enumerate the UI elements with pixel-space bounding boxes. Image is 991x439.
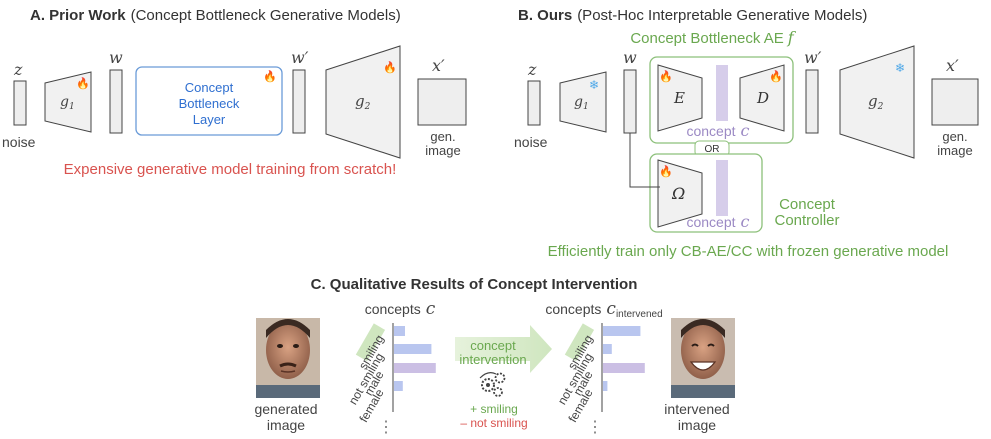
snowflake-icon: ❄ <box>895 61 905 75</box>
generated-label-2: image <box>267 417 305 433</box>
g2-block-a <box>325 45 401 159</box>
panel-a-heading-bold: A. Prior Work <box>30 7 126 24</box>
fire-icon: 🔥 <box>769 70 783 83</box>
noise-vector-b <box>527 80 541 126</box>
omega-label: Ω <box>671 184 685 203</box>
var-z-b: z <box>527 60 537 79</box>
wp-vector-a <box>292 69 306 134</box>
var-wp-a: w′ <box>291 48 309 67</box>
generated-label-1: generated <box>254 401 317 417</box>
generated-face-image <box>256 318 320 398</box>
bars-left <box>394 326 436 391</box>
panel-a-heading: A. Prior Work (Concept Bottleneck Generat… <box>30 7 401 24</box>
decoder-block <box>739 64 785 132</box>
panel-a-caption: Expensive generative model training from… <box>64 161 397 178</box>
concept-bar-left-3 <box>394 381 403 391</box>
concept-bar-right-0 <box>603 326 641 336</box>
fire-icon: 🔥 <box>659 165 673 178</box>
concept-bar-left-0 <box>394 326 405 336</box>
vdots-left: ⋮ <box>378 419 394 436</box>
panel-b-caption: Efficiently train only CB-AE/CC with fro… <box>548 243 949 260</box>
g2-label-a: g2 <box>355 92 371 112</box>
intervened-label-2: image <box>678 417 716 433</box>
minus-not-smiling: – not smiling <box>460 416 527 430</box>
panel-c-heading: C. Qualitative Results of Concept Interv… <box>311 276 638 293</box>
g2-block-b <box>839 45 915 159</box>
gen-image-box-b <box>931 78 979 126</box>
fire-icon: 🔥 <box>263 70 277 83</box>
plus-smiling: + smiling <box>470 402 518 416</box>
gen-label-b-2: image <box>937 143 972 158</box>
concept-intervention-arrow <box>455 325 552 373</box>
panel-b: B. Ours (Post-Hoc Interpretable Generativ… <box>514 7 979 260</box>
panel-c: C. Qualitative Results of Concept Interv… <box>254 276 735 436</box>
g1-label-b: g1 <box>574 94 589 112</box>
cb-layer-line2: Bottleneck <box>179 96 240 111</box>
encoder-label: E <box>673 89 685 107</box>
arrow-label-1: concept <box>470 338 516 353</box>
concept-vector-cc <box>716 160 728 216</box>
noise-label-b: noise <box>514 134 548 150</box>
cc-label-2: Controller <box>774 212 839 229</box>
fire-icon: 🔥 <box>383 61 397 74</box>
var-xp-a: x′ <box>432 56 445 75</box>
fire-icon: 🔥 <box>76 77 90 90</box>
omega-block <box>657 159 703 228</box>
panel-a-heading-rest: (Concept Bottleneck Generative Models) <box>131 7 401 24</box>
concept-bar-right-3 <box>603 381 608 391</box>
var-z-a: z <box>13 60 23 79</box>
concept-bottleneck-layer <box>135 66 283 136</box>
g1-block-b <box>559 71 607 133</box>
gen-label-b-1: gen. <box>942 129 967 144</box>
w-vector-a <box>109 69 123 134</box>
intervened-face-image <box>671 318 735 398</box>
cb-layer-line3: Layer <box>193 112 226 127</box>
vdots-right: ⋮ <box>587 419 603 436</box>
or-label: OR <box>705 144 720 155</box>
var-w-b: w <box>623 48 637 67</box>
smiling-highlight-right <box>564 323 595 362</box>
panel-b-heading-bold: B. Ours <box>518 7 572 24</box>
var-xp-b: x′ <box>946 56 959 75</box>
g2-label-b: g2 <box>868 92 884 112</box>
snowflake-icon: ❄ <box>589 78 599 92</box>
panel-b-heading-rest: (Post-Hoc Interpretable Generative Model… <box>577 7 867 24</box>
wp-vector-b <box>805 69 819 134</box>
bars-right <box>603 326 645 391</box>
smiling-highlight-left <box>355 323 386 362</box>
concept-bar-left-1 <box>394 344 432 354</box>
gen-image-box-a <box>417 78 467 126</box>
concept-bar-right-1 <box>603 344 612 354</box>
noise-vector-a <box>13 80 27 126</box>
w-vector-b <box>623 69 637 134</box>
intervened-label-1: intervened <box>664 401 729 417</box>
gen-label-a-2: image <box>425 143 460 158</box>
encoder-block <box>657 64 703 132</box>
g1-block-a <box>44 71 92 133</box>
concept-bar-left-2 <box>394 363 436 373</box>
gen-label-a-1: gen. <box>430 129 455 144</box>
var-w-a: w <box>109 48 123 67</box>
fire-icon: 🔥 <box>659 70 673 83</box>
gears-icon <box>479 372 506 397</box>
panel-a: A. Prior Work (Concept Bottleneck Generat… <box>2 7 467 178</box>
concept-vector-ae <box>716 65 728 121</box>
cc-label-1: Concept <box>779 196 836 213</box>
g1-label-a: g1 <box>60 94 75 112</box>
var-wp-b: w′ <box>804 48 822 67</box>
arrow-label-2: intervention <box>459 352 526 367</box>
w-to-controller-connector <box>629 133 660 188</box>
panel-b-heading: B. Ours (Post-Hoc Interpretable Generativ… <box>518 7 867 24</box>
noise-label-a: noise <box>2 134 36 150</box>
decoder-label: D <box>756 89 769 107</box>
cb-layer-line1: Concept <box>185 80 234 95</box>
concept-bar-right-2 <box>603 363 645 373</box>
